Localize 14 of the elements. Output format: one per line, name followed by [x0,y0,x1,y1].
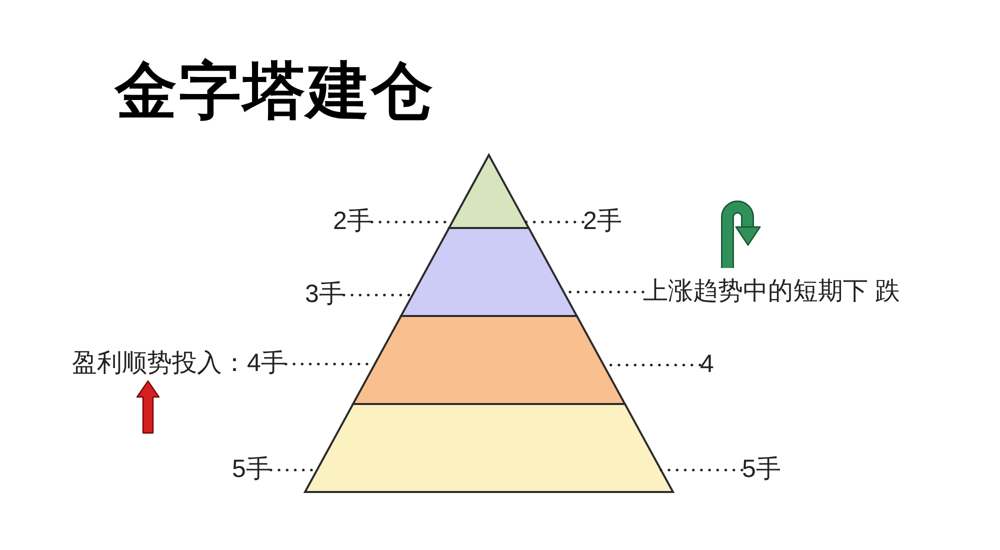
pyramid-tier [305,404,673,492]
quantity-label: 4 [700,351,714,378]
quantity-label: 3手 [305,281,344,308]
annotation-text: 上涨趋势中的短期下 跌 [643,278,900,306]
leader-line [524,220,584,224]
leader-line [660,468,744,472]
title: 金字塔建仓 [115,58,435,126]
pyramid-tier [401,228,577,316]
quantity-label: 2手 [583,208,622,236]
pyramid-tier [353,316,625,404]
quantity-label: 5手 [232,456,271,484]
quantity-label: 2手 [333,208,372,236]
quantity-label: 5手 [742,456,781,484]
annotation-text: 盈利顺势投入：4手 [72,350,286,378]
